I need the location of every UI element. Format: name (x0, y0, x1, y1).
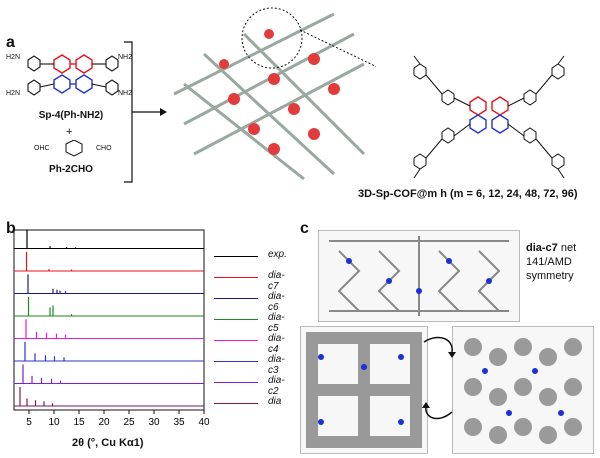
legend-label: dia-c3 (268, 354, 285, 376)
nh2-label-bottom-left: H2N (6, 90, 21, 97)
x-tick-label: 20 (98, 417, 110, 428)
ph2cho-structure (65, 140, 83, 157)
legend-swatch (214, 382, 258, 383)
x-tick-label: 5 (26, 417, 32, 428)
plus-sign: + (66, 126, 73, 138)
nh2-label-bottom-right: NH2 (118, 90, 133, 97)
xrd-series-exp- (14, 229, 204, 249)
xrd-series-dia-c6 (14, 274, 204, 294)
product-label: 3D-Sp-COF@m h (m = 6, 12, 24, 48, 72, 96… (358, 188, 578, 200)
x-tick-label: 30 (148, 417, 160, 428)
space-group: 141/AMD (526, 256, 572, 268)
x-tick-label: 40 (198, 417, 210, 428)
legend-label: dia-c7 (268, 270, 285, 292)
x-tick-label: 25 (123, 417, 135, 428)
panel-c-letter: c (300, 220, 309, 237)
crystal-view-2-graphic (464, 338, 582, 444)
xrd-series-dia-c7 (14, 251, 204, 272)
panel-a-letter: a (6, 34, 15, 51)
cho-label-right: CHO (96, 145, 112, 152)
x-tick-label: 15 (73, 417, 85, 428)
legend-swatch (214, 298, 258, 299)
xrd-series-dia-c5 (14, 296, 204, 317)
nh2-label-top-right: NH2 (118, 54, 133, 61)
xrd-series-dia-c3 (14, 341, 204, 362)
xrd-plot-frame (13, 229, 205, 411)
xrd-series-dia-c4 (14, 319, 204, 339)
xrd-series-dia (14, 386, 204, 407)
legend-label: dia-c6 (268, 291, 285, 313)
legend-swatch (214, 403, 258, 404)
legend-label: dia-c4 (268, 333, 285, 355)
crystal-view-2 (452, 326, 594, 454)
cof-node-structure (413, 55, 565, 179)
legend-swatch (214, 340, 258, 341)
symmetry-label: symmetry (526, 270, 574, 282)
legend-label: exp. (268, 249, 287, 260)
crystal-side-view-graphic (329, 236, 509, 316)
legend-swatch (214, 277, 258, 278)
cof-network-image (173, 7, 376, 181)
rotation-arrows (422, 336, 456, 420)
reaction-bracket-arrow (124, 41, 167, 183)
legend-swatch (214, 256, 258, 257)
cho-label-left: OHC (34, 145, 50, 152)
net-name: dia-c7 (526, 242, 558, 254)
crystal-side-view (318, 230, 520, 322)
xrd-series-dia-c2 (14, 364, 204, 384)
monomer1-name: Sp-4(Ph-NH2) (38, 110, 104, 121)
net-suffix: net (560, 242, 577, 254)
legend-swatch (214, 319, 258, 320)
crystal-view-1 (300, 326, 428, 454)
legend-label: dia (268, 396, 282, 407)
x-tick-label: 10 (48, 417, 60, 428)
xrd-plot: 5 10 15 20 25 30 35 40 (13, 229, 210, 428)
nh2-label-top-left: H2N (6, 54, 21, 61)
monomer2-name: Ph-2CHO (49, 164, 93, 175)
xrd-x-axis-label: 2θ (°, Cu Kα1) (72, 437, 144, 449)
net-label: dia-c7 net (526, 242, 576, 254)
x-tick-label: 35 (173, 417, 185, 428)
crystal-view-1-graphic (306, 332, 422, 448)
sp4-monomer-structure (27, 54, 119, 96)
legend-label: dia-c2 (268, 375, 285, 397)
panel-b-letter: b (6, 220, 16, 237)
legend-label: dia-c5 (268, 312, 285, 334)
legend-swatch (214, 361, 258, 362)
